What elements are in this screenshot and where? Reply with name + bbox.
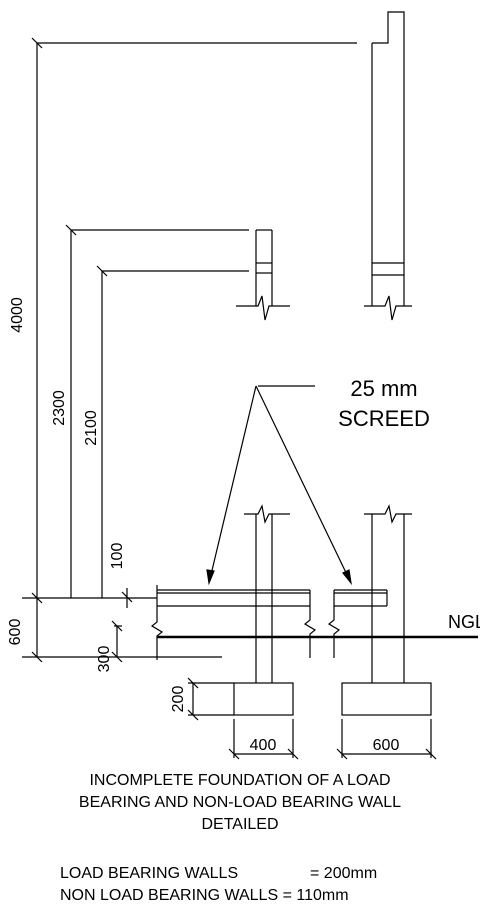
dimension-300-label: 300 xyxy=(96,646,113,673)
caption-line-1: INCOMPLETE FOUNDATION OF A LOAD xyxy=(89,772,391,789)
non-load-bearing-wall-bottom xyxy=(244,504,290,683)
screed-callout-line1: 25 mm xyxy=(350,376,417,401)
dimension-300: 300 xyxy=(96,620,123,673)
legend-load-label: LOAD BEARING WALLS xyxy=(60,865,239,882)
slab-break-left xyxy=(150,585,164,660)
legend-nonload-value: = 110mm xyxy=(282,887,349,904)
dimension-2300: 2300 xyxy=(51,224,249,598)
dimension-100-label: 100 xyxy=(109,543,126,570)
floor-slab xyxy=(157,589,388,607)
dimension-400: 400 xyxy=(228,719,299,760)
slab-break-middle xyxy=(303,590,341,658)
legend-load-value: = 200mm xyxy=(310,865,378,882)
screed-leader xyxy=(206,385,352,586)
ngl-label: NGL xyxy=(448,612,480,632)
dimension-2100: 2100 xyxy=(83,265,249,598)
drawing-caption: INCOMPLETE FOUNDATION OF A LOAD BEARING … xyxy=(0,770,480,836)
dimension-4000: 4000 xyxy=(9,37,357,598)
legend-row-nonload: NON LOAD BEARING WALLS = 110mm xyxy=(60,885,480,907)
footing-right xyxy=(341,682,432,716)
load-bearing-wall-top xyxy=(364,11,412,321)
non-load-bearing-wall-top xyxy=(236,229,290,321)
dimension-200: 200 xyxy=(170,677,234,721)
dimension-600-horizontal-label: 600 xyxy=(373,737,400,754)
caption-line-3: DETAILED xyxy=(201,816,279,833)
load-bearing-wall-bottom xyxy=(364,504,412,683)
dimension-600-horizontal: 600 xyxy=(336,719,437,760)
caption-line-2: BEARING AND NON-LOAD BEARING WALL xyxy=(78,794,402,811)
dimension-2300-label: 2300 xyxy=(51,390,68,426)
dimension-200-label: 200 xyxy=(170,686,187,713)
footing-left xyxy=(233,682,294,716)
legend-nonload-label: NON LOAD BEARING WALLS xyxy=(60,887,279,904)
dimension-2100-label: 2100 xyxy=(83,410,100,446)
wall-thickness-legend: LOAD BEARING WALLS = 200mm NON LOAD BEAR… xyxy=(60,863,480,907)
dimension-400-label: 400 xyxy=(250,737,277,754)
legend-row-load: LOAD BEARING WALLS = 200mm xyxy=(60,863,480,885)
dimension-4000-label: 4000 xyxy=(9,297,26,333)
dimension-600-vertical: 600 xyxy=(7,592,43,663)
screed-callout-line2: SCREED xyxy=(338,406,430,431)
dimension-600-vertical-label: 600 xyxy=(7,619,24,646)
